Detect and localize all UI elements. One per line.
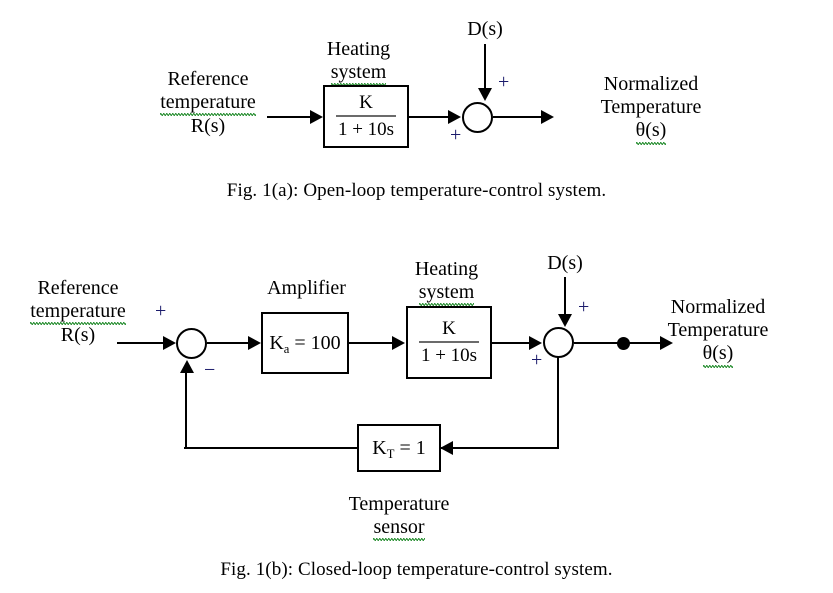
wire-input-to-plant bbox=[267, 116, 313, 118]
amplifier-title: Amplifier bbox=[267, 277, 346, 299]
sign-reference-plus: + bbox=[155, 300, 167, 322]
wire-sum-to-output bbox=[493, 116, 545, 118]
arrowhead-error-sum-feedback bbox=[180, 360, 194, 373]
amplifier-gain-subscript: a bbox=[283, 341, 290, 356]
arrowhead-disturbance-input bbox=[478, 88, 492, 101]
sensor-gain-value: = 1 bbox=[399, 436, 426, 459]
plant-denominator: 1 + 10s bbox=[337, 119, 395, 140]
reference-input-line3-closed: R(s) bbox=[60, 324, 96, 347]
reference-input-line3: R(s) bbox=[190, 115, 226, 138]
sensor-title-line1: Temperature bbox=[348, 493, 450, 515]
spellcheck-temperature-closed: temperature bbox=[30, 300, 126, 326]
arrowhead-plant-input bbox=[310, 110, 323, 124]
wire-disturbance-to-sum bbox=[484, 44, 486, 92]
error-summing-junction bbox=[176, 328, 207, 359]
wire-feedback-to-sensor bbox=[440, 447, 559, 449]
sign-forward-plus-closed: + bbox=[531, 349, 543, 371]
wire-disturbance-to-output-sum bbox=[564, 277, 566, 318]
output-line2: Temperature bbox=[600, 96, 702, 119]
sensor-title: Temperature sensor bbox=[334, 493, 464, 542]
arrowhead-plant-input-closed bbox=[392, 336, 405, 350]
plant-title-line1: Heating bbox=[326, 38, 391, 60]
plant-transfer-function-closed: K 1 + 10s bbox=[418, 318, 480, 366]
sensor-gain-expression: KT = 1 bbox=[372, 436, 426, 461]
reference-input-line2: temperature bbox=[148, 91, 268, 117]
wire-sensor-to-error-sum bbox=[184, 447, 359, 449]
wire-plant-to-output-sum bbox=[492, 342, 538, 344]
output-line1-closed: Normalized bbox=[670, 296, 766, 318]
takeoff-node bbox=[617, 337, 630, 350]
reference-input-line1: Reference bbox=[167, 68, 249, 90]
reference-input-label: Reference temperature R(s) bbox=[148, 68, 268, 139]
output-label: Normalized Temperature θ(s) bbox=[583, 73, 719, 145]
plant-transfer-function: K 1 + 10s bbox=[335, 92, 397, 140]
fraction-bar-closed bbox=[418, 341, 480, 343]
output-line1: Normalized bbox=[603, 73, 699, 95]
plant-numerator-closed: K bbox=[442, 318, 456, 340]
output-line3-closed: θ(s) bbox=[650, 342, 786, 368]
arrowhead-amplifier-input bbox=[248, 336, 261, 350]
arrowhead-sensor-input bbox=[440, 441, 453, 455]
summing-junction bbox=[462, 102, 493, 133]
plant-block-closed: K 1 + 10s bbox=[406, 306, 492, 379]
arrowhead-output-sum-input bbox=[529, 336, 542, 350]
fraction-bar bbox=[335, 115, 397, 117]
caption-closed-loop: Fig. 1(b): Closed-loop temperature-contr… bbox=[220, 559, 613, 580]
arrowhead-sum-input bbox=[448, 110, 461, 124]
reference-input-line2-closed: temperature bbox=[18, 300, 138, 326]
amplifier-gain-symbol: K bbox=[269, 331, 284, 354]
amplifier-block: Ka = 100 bbox=[261, 312, 349, 374]
sensor-gain-subscript: T bbox=[386, 446, 395, 461]
sign-disturbance-plus: + bbox=[498, 71, 510, 93]
plant-title-closed: Heating system bbox=[394, 258, 499, 307]
reference-input-label-closed: Reference temperature R(s) bbox=[18, 277, 138, 348]
amplifier-gain-expression: Ka = 100 bbox=[269, 331, 341, 356]
spellcheck-system-closed: system bbox=[418, 281, 474, 307]
amplifier-gain-value: = 100 bbox=[294, 331, 341, 354]
caption-open-loop: Fig. 1(a): Open-loop temperature-control… bbox=[226, 180, 607, 201]
arrowhead-output bbox=[541, 110, 554, 124]
arrowhead-disturbance-input-closed bbox=[558, 314, 572, 327]
plant-block: K 1 + 10s bbox=[323, 85, 409, 148]
wire-plant-to-sum bbox=[409, 116, 457, 118]
sign-forward-plus: + bbox=[450, 124, 462, 146]
sign-feedback-minus: − bbox=[204, 359, 216, 381]
sensor-title-line2: sensor bbox=[334, 516, 464, 542]
sensor-block: KT = 1 bbox=[357, 424, 441, 472]
plant-denominator-closed: 1 + 10s bbox=[420, 345, 478, 366]
plant-numerator: K bbox=[359, 92, 373, 114]
wire-reference-to-error-sum bbox=[117, 342, 169, 344]
output-label-closed: Normalized Temperature θ(s) bbox=[650, 296, 786, 368]
output-line3: θ(s) bbox=[583, 119, 719, 145]
reference-input-line1-closed: Reference bbox=[37, 277, 119, 299]
spellcheck-theta-closed: θ(s) bbox=[702, 342, 733, 368]
spellcheck-sensor: sensor bbox=[373, 516, 425, 542]
sensor-gain-symbol: K bbox=[372, 436, 387, 459]
sign-disturbance-plus-closed: + bbox=[578, 296, 590, 318]
output-summing-junction bbox=[543, 327, 574, 358]
figure-open-loop: Reference temperature R(s) Heating syste… bbox=[0, 0, 833, 215]
spellcheck-temperature: temperature bbox=[160, 91, 256, 117]
disturbance-label-closed: D(s) bbox=[547, 252, 583, 274]
wire-error-to-amplifier bbox=[207, 342, 253, 344]
arrowhead-output-closed bbox=[660, 336, 673, 350]
spellcheck-theta: θ(s) bbox=[635, 119, 666, 145]
plant-title-line2-closed: system bbox=[394, 281, 499, 307]
output-line2-closed: Temperature bbox=[667, 319, 769, 342]
disturbance-label: D(s) bbox=[467, 18, 503, 40]
wire-feedback-riser bbox=[185, 372, 187, 448]
wire-amplifier-to-plant bbox=[349, 342, 400, 344]
plant-title-line1-closed: Heating bbox=[414, 258, 479, 280]
arrowhead-error-sum-reference bbox=[163, 336, 176, 350]
wire-feedback-tap-drop bbox=[557, 356, 559, 448]
